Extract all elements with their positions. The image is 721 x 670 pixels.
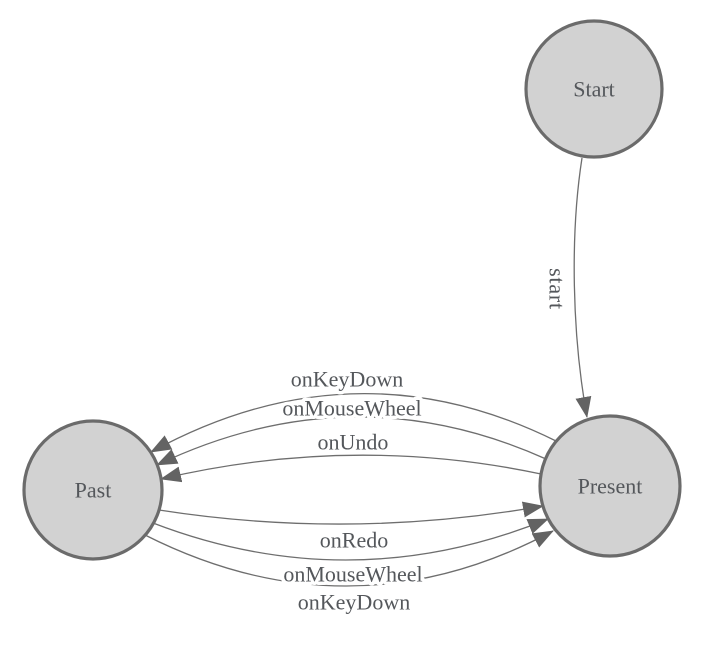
edge-label-start: start <box>545 268 570 310</box>
edge-present-to-past-onkeydown[interactable] <box>150 392 557 453</box>
edge-group <box>144 157 592 587</box>
node-start-circle[interactable] <box>524 19 664 159</box>
node-past-label: Past <box>75 478 112 503</box>
edge-present-to-past-onmousewheel[interactable] <box>156 416 547 466</box>
edge-start-to-present[interactable] <box>573 157 592 418</box>
edge-label-onredo: onRedo <box>320 528 388 553</box>
edge-label-onkeydown-bottom: onKeyDown <box>298 590 410 615</box>
node-past-circle[interactable] <box>22 419 164 561</box>
edge-label-onkeydown-top: onKeyDown <box>291 367 403 392</box>
node-present-circle[interactable] <box>538 414 682 558</box>
edge-past-to-present-onkeydown[interactable] <box>144 530 554 587</box>
edge-label-onundo: onUndo <box>318 430 389 455</box>
node-start[interactable]: Start <box>524 19 664 159</box>
node-start-label: Start <box>573 77 615 102</box>
edge-label-onmousewheel-top: onMouseWheel <box>282 396 421 421</box>
node-present-label: Present <box>578 474 643 499</box>
edge-label-group: start onKeyDown onMouseWheel onUndo onRe… <box>279 265 573 618</box>
edge-past-to-present-onredo[interactable] <box>158 501 544 525</box>
edge-present-to-past-onundo[interactable] <box>160 454 542 483</box>
node-present[interactable]: Present <box>538 414 682 558</box>
edge-past-to-present-onmousewheel[interactable] <box>152 518 549 561</box>
edge-label-onmousewheel-bottom: onMouseWheel <box>283 562 422 587</box>
node-past[interactable]: Past <box>22 419 164 561</box>
